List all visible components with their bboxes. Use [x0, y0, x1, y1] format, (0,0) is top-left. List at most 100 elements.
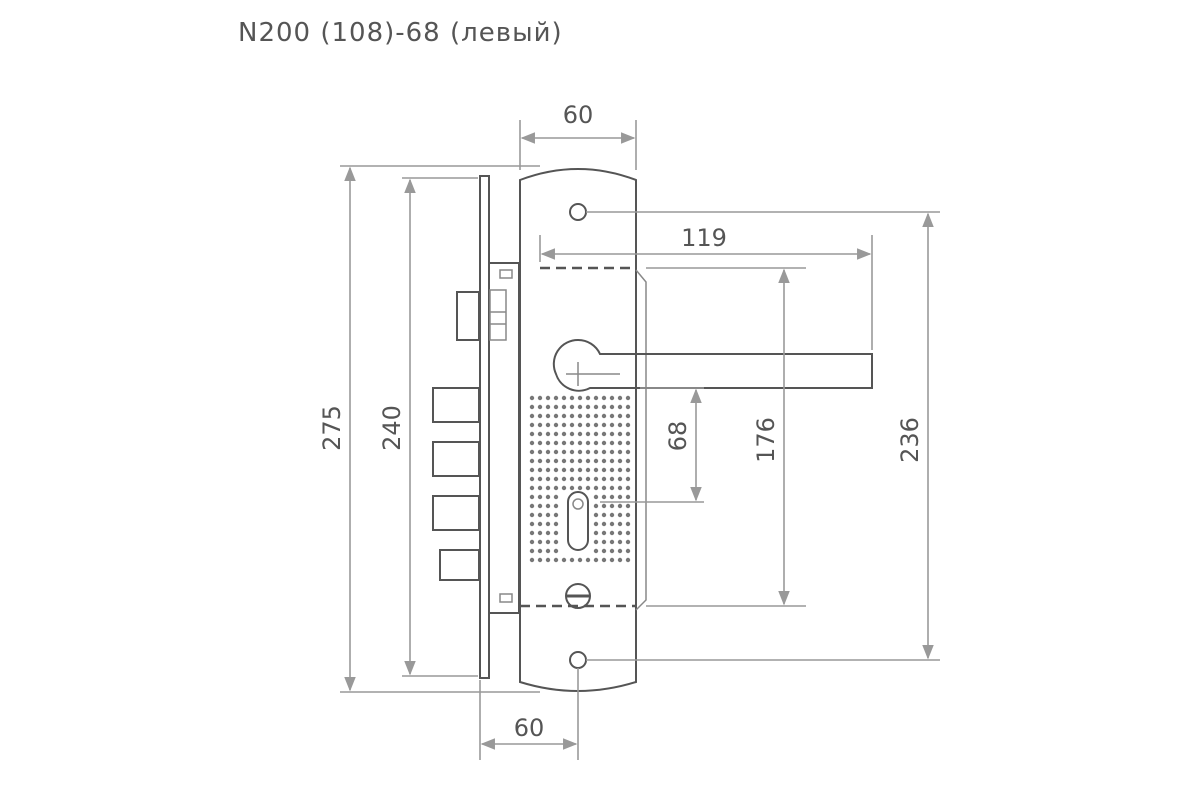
perforation-dot — [585, 485, 591, 491]
perforation-dot — [529, 530, 535, 536]
perforation-dot — [601, 458, 607, 464]
perforation-dot — [529, 476, 535, 482]
perforation-dot — [617, 395, 623, 401]
perforation-dot — [569, 458, 575, 464]
perforation-dot — [569, 485, 575, 491]
perforation-dot — [609, 539, 615, 545]
mount-hole-top — [569, 203, 587, 221]
perforation-dot — [609, 422, 615, 428]
perforation-dot — [545, 548, 551, 554]
perforation-dot — [609, 521, 615, 527]
perforation-dot — [529, 440, 535, 446]
perforation-dot — [601, 440, 607, 446]
perforation-dot — [585, 557, 591, 563]
perforation-dot — [553, 530, 559, 536]
perforation-dot — [585, 440, 591, 446]
perforation-dot — [617, 539, 623, 545]
perforation-dot — [609, 449, 615, 455]
perforation-dot — [617, 413, 623, 419]
perforation-dot — [609, 395, 615, 401]
perforation-dot — [553, 431, 559, 437]
perforation-dot — [553, 476, 559, 482]
perforation-dot — [561, 422, 567, 428]
perforation-dot — [553, 485, 559, 491]
perforation-dot — [625, 395, 631, 401]
dim-faceplate-height: 240 — [378, 405, 406, 451]
perforation-dot — [529, 557, 535, 563]
perforation-dot — [545, 557, 551, 563]
perforation-dot — [617, 557, 623, 563]
perforation-dot — [617, 521, 623, 527]
perforation-dot — [585, 458, 591, 464]
perforation-dot — [617, 503, 623, 509]
perforation-dot — [585, 404, 591, 410]
perforation-dot — [585, 449, 591, 455]
perforation-dot — [553, 467, 559, 473]
perforation-dot — [593, 404, 599, 410]
perforation-dot — [545, 530, 551, 536]
perforation-dot — [609, 557, 615, 563]
perforation-dot — [593, 476, 599, 482]
perforation-dot — [625, 548, 631, 554]
perforation-dot — [593, 395, 599, 401]
perforation-dot — [577, 440, 583, 446]
perforation-dot — [625, 557, 631, 563]
perforation-dot — [545, 485, 551, 491]
dim-total-height: 275 — [318, 405, 346, 451]
perforation-dot — [553, 422, 559, 428]
perforation-dot — [529, 494, 535, 500]
perforation-dot — [609, 476, 615, 482]
perforation-dot — [553, 413, 559, 419]
perforation-dot — [617, 548, 623, 554]
perforation-dot — [553, 494, 559, 500]
perforation-dot — [617, 458, 623, 464]
perforation-dot — [529, 467, 535, 473]
perforation-dot — [537, 440, 543, 446]
perforation-dot — [569, 440, 575, 446]
dim-mount-hole-spacing: 236 — [896, 417, 924, 463]
lock-case — [488, 262, 520, 614]
perforation-dot — [561, 467, 567, 473]
drawing-title: N200 (108)-68 (левый) — [238, 18, 563, 48]
perforation-dot — [537, 521, 543, 527]
dim-top-width: 60 — [563, 101, 594, 129]
perforation-dot — [577, 449, 583, 455]
perforation-dot — [577, 557, 583, 563]
perforation-dot — [577, 467, 583, 473]
perforation-dot — [529, 395, 535, 401]
perforation-dot — [545, 449, 551, 455]
perforation-dot — [537, 467, 543, 473]
perforation-dot — [577, 476, 583, 482]
perforation-dot — [561, 485, 567, 491]
perforation-dot — [569, 431, 575, 437]
perforation-dot — [577, 458, 583, 464]
perforation-dot — [537, 512, 543, 518]
perforation-dot — [553, 503, 559, 509]
perforation-dot — [537, 431, 543, 437]
perforation-dot — [569, 395, 575, 401]
perforation-dot — [593, 512, 599, 518]
perforation-dot — [593, 503, 599, 509]
perforation-dot — [593, 485, 599, 491]
perforation-dot — [593, 548, 599, 554]
perforation-dot — [561, 449, 567, 455]
perforation-dot — [545, 467, 551, 473]
perforation-dot — [553, 440, 559, 446]
perforation-dot — [601, 539, 607, 545]
perforation-dot — [545, 521, 551, 527]
perforation-dot — [529, 485, 535, 491]
perforation-dot — [577, 413, 583, 419]
perforation-dot — [609, 548, 615, 554]
perforation-dot — [609, 431, 615, 437]
perforation-dot — [625, 521, 631, 527]
perforation-dot — [625, 413, 631, 419]
perforation-dot — [609, 404, 615, 410]
perforation-dot — [545, 422, 551, 428]
dim-handle-length: 119 — [681, 224, 727, 252]
perforation-dot — [593, 431, 599, 437]
perforation-dot — [569, 476, 575, 482]
perforation-dot — [537, 503, 543, 509]
perforation-dot — [537, 548, 543, 554]
perforation-dot — [569, 449, 575, 455]
perforation-dot — [601, 404, 607, 410]
